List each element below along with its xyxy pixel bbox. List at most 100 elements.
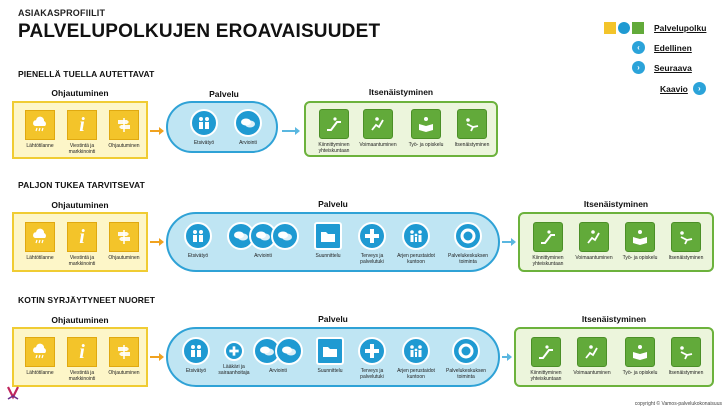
step-tyo-opiskelu[interactable]: Työ- ja opiskelu (620, 337, 660, 376)
step-etsivatyo[interactable]: Etsivätyö (176, 337, 216, 374)
reclining-person-icon (457, 109, 487, 139)
step-caption: Viestintä ja markkinointi (68, 143, 96, 155)
step-caption: Suunnittelu (317, 368, 343, 374)
step-arjen-perustaidot[interactable]: Arjen perustaidot kuntoon (396, 222, 436, 265)
step-kiinnittyminen[interactable]: Kiinnittyminen yhteiskuntaan (526, 337, 566, 382)
palvelu-box: Etsivätyö Arviointi (166, 101, 278, 153)
chat-bubbles-icon (234, 109, 262, 137)
step-terveys[interactable]: Terveys ja palvelutuki (352, 337, 392, 380)
section-title-1: PIENELLÄ TUELLA AUTETTAVAT (18, 69, 155, 79)
chevron-right-icon[interactable]: › (632, 61, 645, 74)
family-icon (402, 222, 430, 250)
step-lahtotilanne[interactable]: Lähtötilanne (20, 110, 60, 149)
section-title-3: KOTIN SYRJÄYTYNEET NUORET (18, 295, 156, 305)
chevron-left-icon[interactable]: ‹ (632, 41, 645, 54)
nav-seuraava[interactable]: › Seuraava (632, 61, 692, 74)
step-voimaantuminen[interactable]: Voimaantuminen (358, 109, 398, 148)
step-arviointi[interactable]: Arviointi (218, 222, 308, 259)
signpost-icon (109, 110, 139, 140)
step-caption: Palvelukeskuksen toiminta (445, 368, 487, 380)
brand-logo-icon (6, 385, 20, 406)
palvelu-box: Etsivätyö Lääkäri ja sairaanhoitaja Arvi… (166, 327, 500, 387)
step-ohjautuminen[interactable]: Ohjautuminen (104, 222, 144, 261)
step-tyo-opiskelu[interactable]: Työ- ja opiskelu (406, 109, 446, 148)
step-caption: Viestintä ja markkinointi (68, 370, 96, 382)
chat-group (218, 222, 308, 250)
step-viestinta[interactable]: i Viestintä ja markkinointi (62, 222, 102, 267)
step-arjen-perustaidot[interactable]: Arjen perustaidot kuntoon (396, 337, 436, 380)
step-ohjautuminen[interactable]: Ohjautuminen (104, 110, 144, 149)
nav-palvelupolku[interactable]: Palvelupolku (654, 23, 706, 33)
nav-seuraava-label[interactable]: Seuraava (654, 62, 692, 73)
step-arviointi[interactable]: Arviointi (228, 109, 268, 146)
step-caption: Työ- ja opiskelu (408, 142, 444, 148)
step-laakari[interactable]: Lääkäri ja sairaanhoitaja (212, 337, 256, 376)
flow-arrow (150, 127, 164, 135)
legend-blue (618, 22, 630, 34)
people-icon (190, 109, 218, 137)
step-caption: Kiinnittyminen yhteiskuntaan (530, 370, 562, 382)
people-icon (182, 337, 210, 365)
chevron-right-icon[interactable]: › (692, 82, 706, 95)
nav-kaavio[interactable]: Kaavio › (660, 82, 706, 95)
step-suunnittelu[interactable]: Suunnittelu (310, 337, 350, 374)
step-caption: Kiinnittyminen yhteiskuntaan (318, 142, 350, 154)
step-terveys[interactable]: Terveys ja palvelutuki (352, 222, 392, 265)
step-viestinta[interactable]: i Viestintä ja markkinointi (62, 110, 102, 155)
step-viestinta[interactable]: i Viestintä ja markkinointi (62, 337, 102, 382)
folder-icon (316, 337, 344, 365)
step-itsenaistyminen[interactable]: Itsenäistyminen (666, 222, 706, 261)
step-palvelukeskus[interactable]: Palvelukeskuksen toiminta (442, 337, 490, 380)
escalator-icon (531, 337, 561, 367)
step-caption: Työ- ja opiskelu (622, 370, 658, 376)
step-caption: Arviointi (269, 368, 287, 374)
flow-arrow (150, 238, 164, 246)
step-itsenaistyminen[interactable]: Itsenäistyminen (452, 109, 492, 148)
reclining-person-icon (671, 337, 701, 367)
itsenaistyminen-box: Kiinnittyminen yhteiskuntaan Voimaantumi… (514, 327, 714, 387)
nav-edellinen[interactable]: ‹ Edellinen (632, 41, 692, 54)
step-caption: Itsenäistyminen (668, 370, 704, 376)
info-icon: i (67, 110, 97, 140)
step-caption: Arjen perustaidot kuntoon (397, 253, 435, 265)
step-voimaantuminen[interactable]: Voimaantuminen (572, 337, 612, 376)
step-caption: Itsenäistyminen (668, 255, 704, 261)
step-caption: Kiinnittyminen yhteiskuntaan (532, 255, 564, 267)
step-etsivatyo[interactable]: Etsivätyö (184, 109, 224, 146)
itsenaistyminen-box: Kiinnittyminen yhteiskuntaan Voimaantumi… (304, 101, 498, 157)
step-caption: Terveys ja palvelutuki (360, 368, 384, 380)
step-kiinnittyminen[interactable]: Kiinnittyminen yhteiskuntaan (314, 109, 354, 154)
step-suunnittelu[interactable]: Suunnittelu (308, 222, 348, 259)
step-voimaantuminen[interactable]: Voimaantuminen (574, 222, 614, 261)
step-tyo-opiskelu[interactable]: Työ- ja opiskelu (620, 222, 660, 261)
info-icon: i (67, 222, 97, 252)
page-title: PALVELUPOLKUJEN EROAVAISUUDET (18, 21, 381, 42)
escalator-icon (533, 222, 563, 252)
reading-icon (625, 337, 655, 367)
climbing-icon (579, 222, 609, 252)
step-itsenaistyminen[interactable]: Itsenäistyminen (666, 337, 706, 376)
step-lahtotilanne[interactable]: Lähtötilanne (20, 337, 60, 376)
chat-bubbles-icon (271, 222, 299, 250)
group-label-itsenaistyminen: Itsenäistyminen (581, 314, 647, 324)
nav-palvelupolku-label[interactable]: Palvelupolku (654, 23, 707, 33)
group-label-palvelu: Palvelu (209, 89, 239, 99)
plus-cross-icon (358, 222, 386, 250)
flow-arrow (502, 353, 512, 361)
reading-icon (625, 222, 655, 252)
step-palvelukeskus[interactable]: Palvelukeskuksen toiminta (444, 222, 492, 265)
step-arviointi[interactable]: Arviointi (248, 337, 308, 374)
step-caption: Ohjautuminen (108, 370, 140, 376)
group-label-ohjautuminen: Ohjautuminen (51, 200, 109, 210)
step-kiinnittyminen[interactable]: Kiinnittyminen yhteiskuntaan (528, 222, 568, 267)
step-ohjautuminen[interactable]: Ohjautuminen (104, 337, 144, 376)
ohjautuminen-box: Lähtötilanne i Viestintä ja markkinointi… (12, 101, 148, 159)
climbing-icon (363, 109, 393, 139)
nav-kaavio-label[interactable]: Kaavio (660, 83, 688, 94)
step-lahtotilanne[interactable]: Lähtötilanne (20, 222, 60, 261)
step-caption: Lääkäri ja sairaanhoitaja (218, 364, 250, 376)
step-etsivatyo[interactable]: Etsivätyö (178, 222, 218, 259)
reading-icon (411, 109, 441, 139)
nav-edellinen-label[interactable]: Edellinen (654, 42, 692, 53)
step-caption: Etsivätyö (185, 368, 207, 374)
